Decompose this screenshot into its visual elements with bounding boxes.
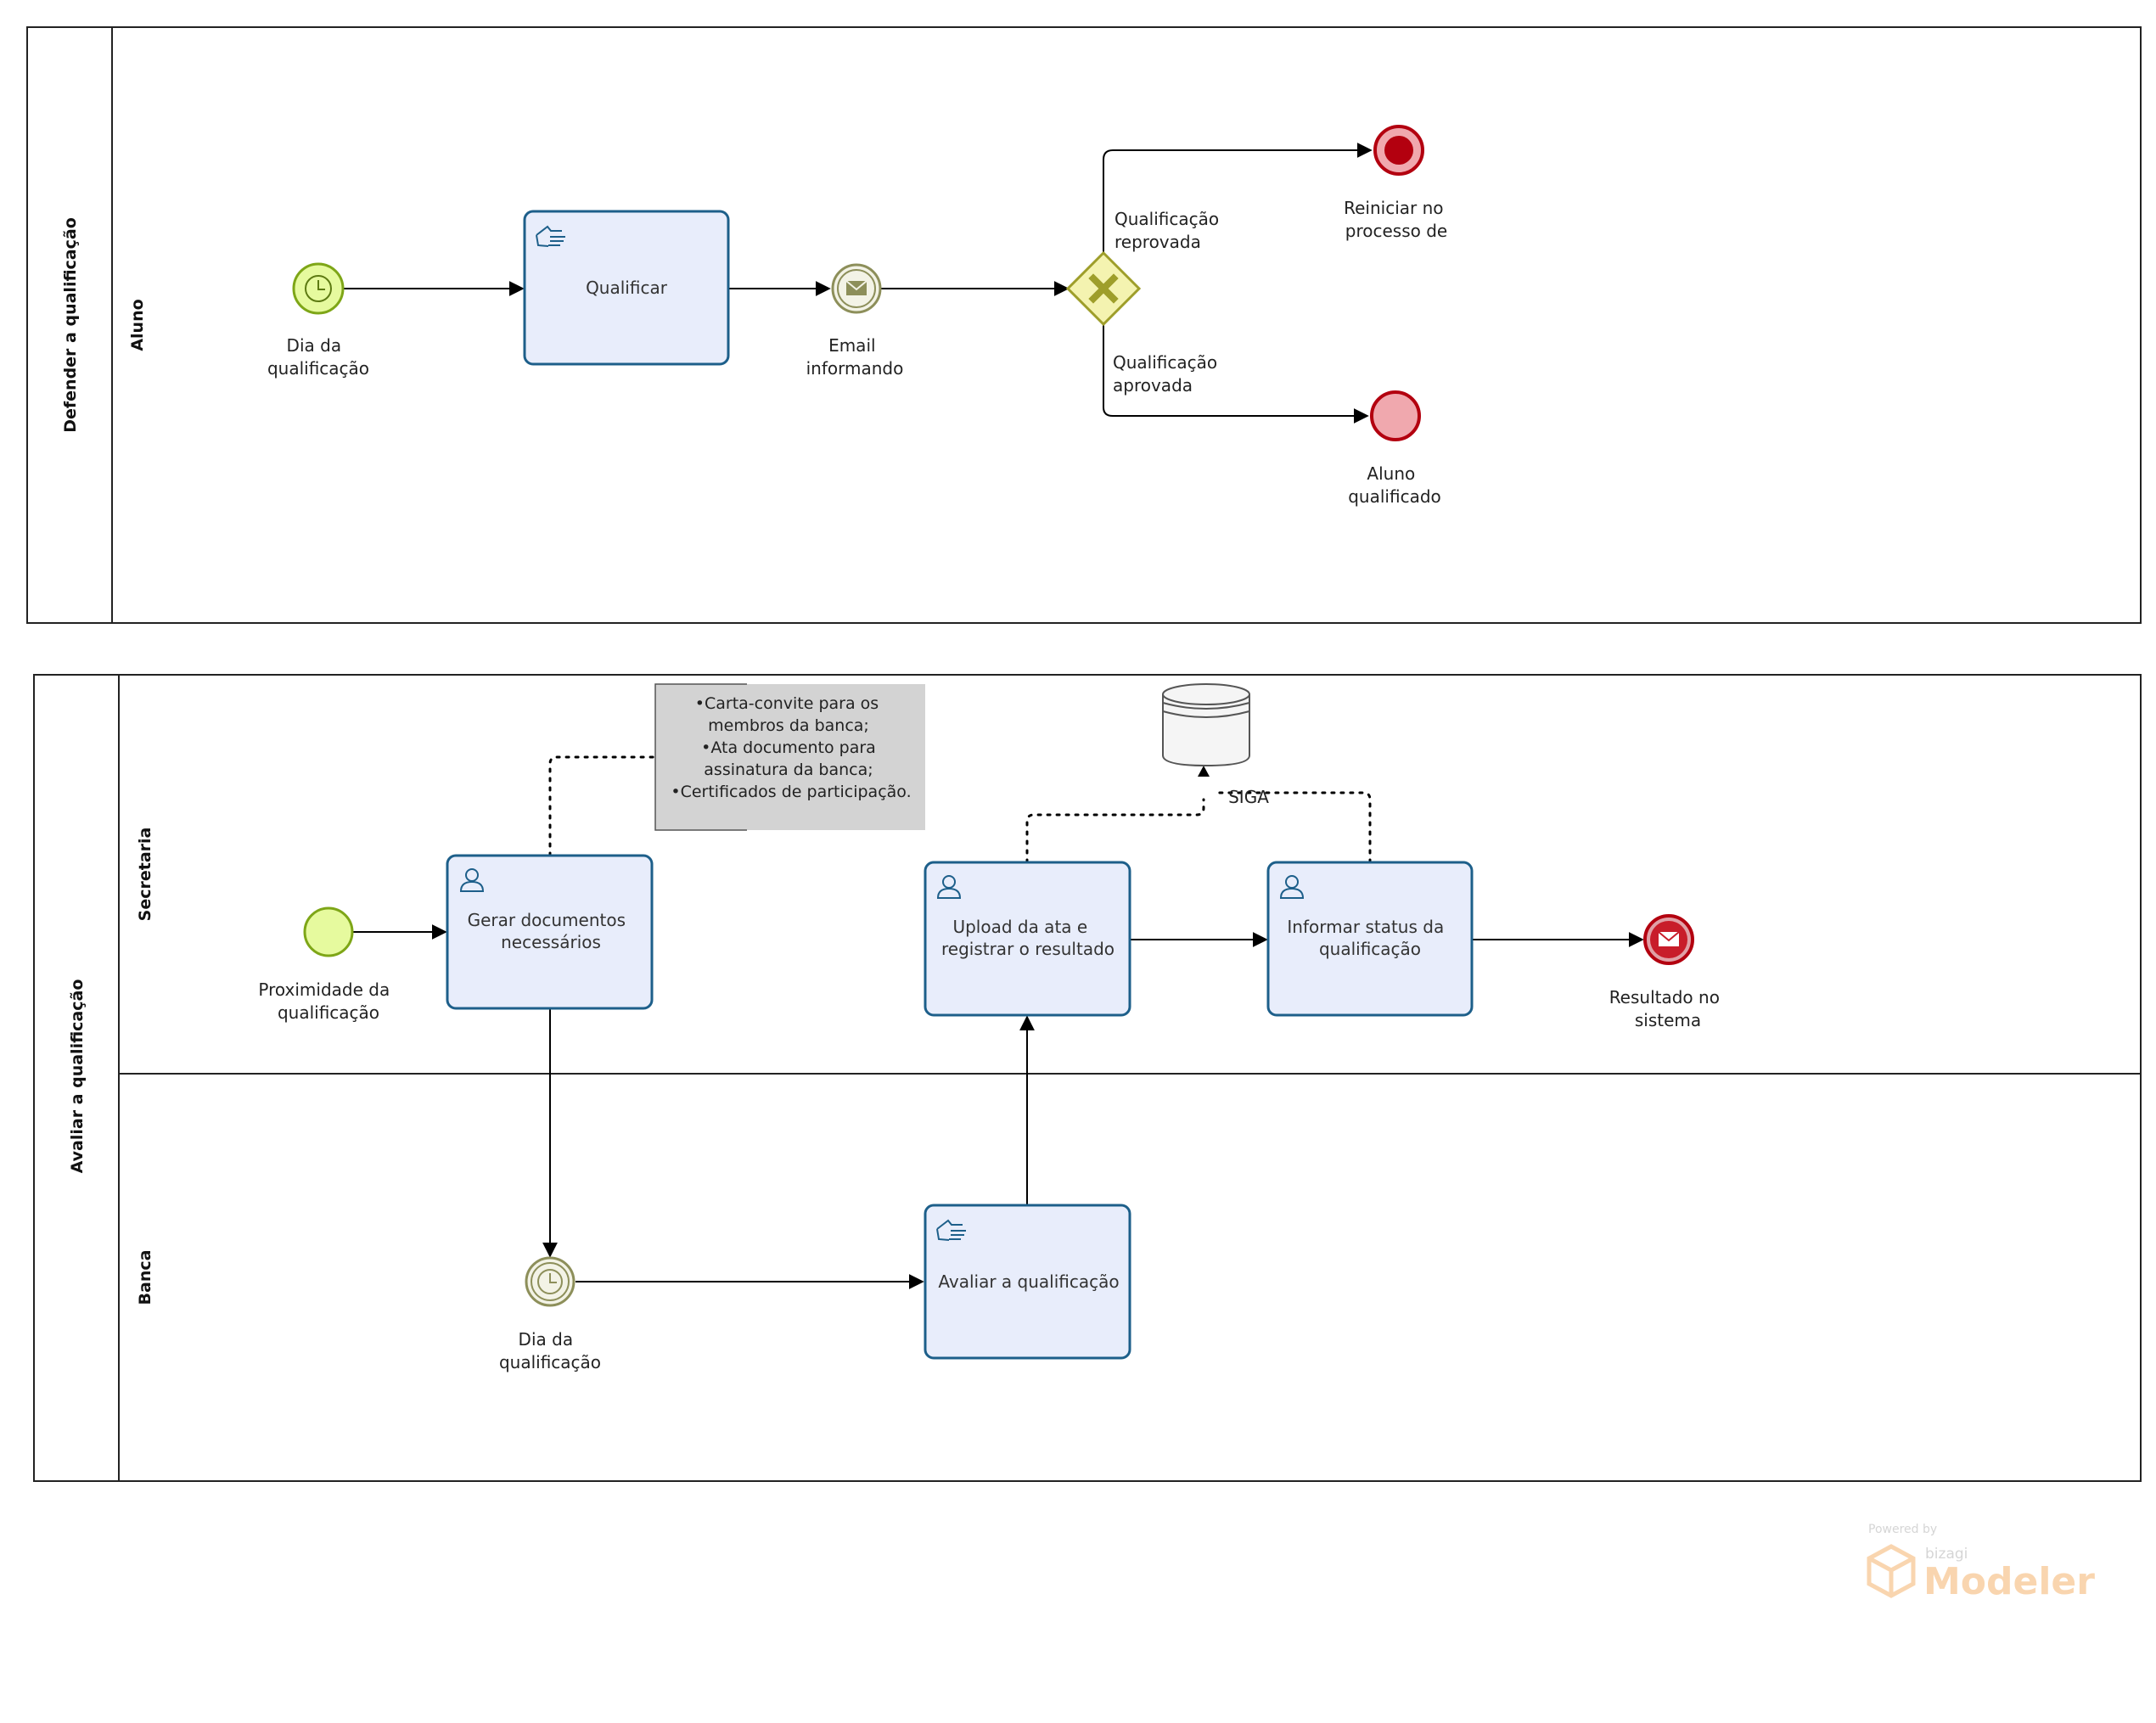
annotation-text: •Carta-convite para os membros da banca;… [671, 694, 911, 801]
manual-hand-icon [536, 225, 565, 247]
bizagi-logo-icon [1867, 1544, 1916, 1598]
task-label-gerar-documentos: Gerar documentos necessários [468, 910, 632, 952]
intermediate-timer-event-dia-qualificacao[interactable] [525, 1256, 575, 1307]
user-icon [1279, 875, 1305, 899]
envelope-icon [1658, 931, 1680, 946]
exclusive-gateway[interactable] [1065, 250, 1142, 327]
end-event-aluno-qualificado[interactable] [1370, 390, 1421, 441]
modeler-text: Modeler [1923, 1560, 2095, 1603]
text-annotation: •Carta-convite para os membros da banca;… [654, 683, 925, 831]
association-arrowhead [1198, 766, 1210, 777]
task-avaliar-qualificacao[interactable]: Avaliar a qualificação [924, 1204, 1131, 1360]
associations [548, 755, 1372, 864]
end-message-event-resultado[interactable] [1643, 914, 1694, 965]
sequence-flows-top [343, 143, 1373, 424]
start-timer-event-dia-qualificacao[interactable] [292, 262, 345, 315]
event-label-email-informando: Email informando [806, 335, 904, 379]
end-event-reiniciar[interactable] [1373, 125, 1424, 176]
datastore-label-siga: SIGA [1228, 787, 1269, 807]
pool-defender-qualificacao: Defender a qualificação [26, 26, 2142, 624]
lane-secretaria-label: Secretaria [136, 828, 154, 922]
task-label-informar-status: Informar status da qualificação [1287, 917, 1449, 959]
task-upload-ata[interactable]: Upload da ata e registrar o resultado [924, 861, 1131, 1017]
pool-title-top: Defender a qualificação [61, 217, 80, 433]
task-label-upload-ata: Upload da ata e registrar o resultado [941, 917, 1114, 959]
clock-icon [305, 275, 332, 302]
lane-aluno-label: Aluno [128, 299, 147, 351]
flow-label-aprovada: Qualificação aprovada [1113, 352, 1222, 396]
flow-label-reprovada: Qualificação reprovada [1114, 209, 1224, 252]
manual-hand-icon [936, 1219, 966, 1241]
task-label-qualificar: Qualificar [586, 278, 668, 298]
datastore-siga[interactable] [1162, 683, 1250, 767]
start-event-proximidade[interactable] [303, 906, 354, 957]
bizagi-modeler-watermark: Powered by bizagi Modeler [1867, 1523, 2095, 1603]
task-gerar-documentos[interactable]: Gerar documentos necessários [446, 854, 654, 1010]
envelope-icon [845, 280, 867, 295]
bizagi-text: bizagi [1925, 1546, 1968, 1563]
powered-by-text: Powered by [1868, 1523, 1937, 1536]
pool-title-bottom: Avaliar a qualificação [68, 979, 87, 1174]
task-qualificar[interactable]: Qualificar [523, 210, 730, 366]
event-label-dia-qualificacao-start: Dia da qualificação [267, 335, 369, 379]
clock-icon [537, 1269, 563, 1294]
sequence-flows-bottom [353, 924, 1644, 1289]
event-label-proximidade: Proximidade da qualificação [258, 979, 395, 1023]
task-informar-status[interactable]: Informar status da qualificação [1266, 861, 1474, 1017]
lane-banca-label: Banca [136, 1250, 154, 1305]
user-icon [936, 875, 962, 899]
event-label-reiniciar: Reiniciar no processo de [1344, 198, 1449, 241]
pool-avaliar-qualificacao: Avaliar a qualificação [33, 674, 2142, 1482]
event-label-aluno-qualificado: Aluno qualificado [1348, 463, 1441, 507]
event-label-dia-qualificacao-timer: Dia da qualificação [499, 1329, 601, 1372]
user-icon [459, 868, 485, 892]
task-label-avaliar: Avaliar a qualificação [938, 1271, 1119, 1292]
event-label-resultado-sistema: Resultado no sistema [1609, 987, 1726, 1030]
intermediate-message-event-email[interactable] [831, 263, 882, 314]
x-icon [1088, 273, 1119, 304]
